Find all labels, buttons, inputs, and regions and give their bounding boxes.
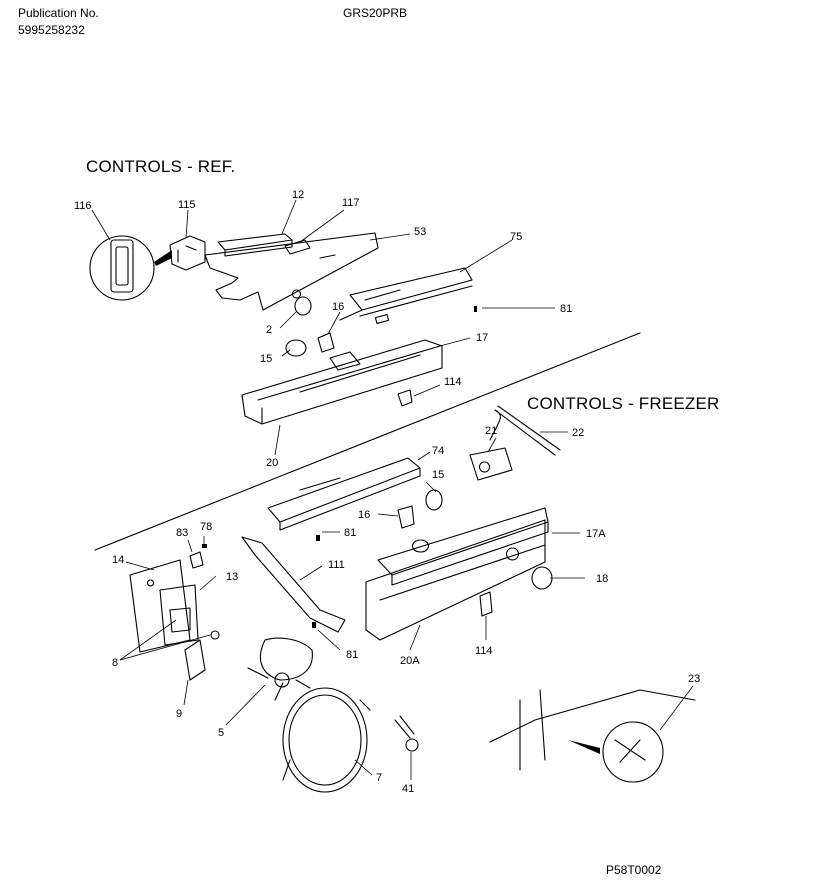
callout-75: 75 (510, 231, 522, 243)
bulb-15-freezer (425, 489, 443, 511)
screw-41 (394, 715, 415, 739)
callout-17: 17 (476, 332, 488, 344)
callout-53: 53 (414, 226, 426, 238)
bracket-14 (129, 559, 191, 653)
section-divider (94, 332, 641, 551)
callout-14: 14 (112, 554, 124, 566)
callout-7: 7 (376, 772, 382, 784)
callout-22: 22 (572, 427, 584, 439)
callout-18: 18 (596, 573, 608, 585)
socket-16-freezer (397, 505, 415, 529)
cover-20A (365, 519, 546, 641)
fastener-114-ref (397, 389, 413, 407)
control-housing-53 (204, 232, 379, 311)
capillary-tube-22 (489, 405, 561, 456)
callout-20: 20 (266, 457, 278, 469)
callout-16-freezer: 16 (358, 509, 370, 521)
fan-blade-5 (247, 637, 313, 701)
switch-117 (284, 239, 311, 255)
callout-81-ref: 81 (560, 303, 572, 315)
callout-116: 116 (74, 200, 92, 212)
callout-74: 74 (432, 445, 444, 457)
callout-labels: 116 115 12 117 53 75 81 2 16 15 17 114 2… (74, 189, 700, 795)
callout-9: 9 (176, 708, 182, 720)
callout-115: 115 (178, 199, 196, 211)
callout-114-freezer: 114 (475, 645, 493, 657)
callout-5: 5 (218, 727, 224, 739)
light-housing-17A (377, 507, 549, 586)
grommet-8 (210, 630, 220, 640)
callout-15-ref: 15 (260, 353, 272, 365)
callout-15-freezer: 15 (432, 469, 444, 481)
callout-117: 117 (342, 197, 360, 209)
screw-81-freezer-a (316, 535, 320, 541)
bracket-115 (169, 235, 206, 271)
callout-83: 83 (176, 527, 188, 539)
bulb-15-ref (285, 339, 307, 357)
callout-13: 13 (226, 571, 238, 583)
screw-78 (202, 544, 207, 548)
callout-12: 12 (292, 189, 304, 201)
bracket-111 (241, 536, 346, 633)
callout-16-ref: 16 (332, 301, 344, 313)
callout-2: 2 (266, 324, 272, 336)
model-number: GRS20PRB (343, 6, 408, 20)
callout-23: 23 (688, 673, 700, 685)
callout-114-ref: 114 (444, 376, 462, 388)
callout-8: 8 (112, 657, 118, 669)
callout-111: 111 (328, 559, 345, 571)
cover-74 (267, 457, 421, 531)
knob-2 (294, 296, 312, 316)
cover-75 (339, 267, 473, 321)
socket-16-ref (317, 332, 335, 353)
callout-81-freezer-b: 81 (346, 649, 358, 661)
callout-78: 78 (200, 521, 212, 533)
damper-detail-23 (489, 689, 696, 783)
clip-83 (189, 551, 204, 569)
callout-20A: 20A (400, 655, 420, 667)
callout-17A: 17A (586, 528, 606, 540)
screw-81-ref (474, 306, 477, 312)
thermostat-21 (469, 447, 513, 481)
leader-lines (91, 199, 694, 780)
section-title-ref: CONTROLS - REF. (86, 157, 236, 176)
callout-21: 21 (485, 425, 497, 437)
fastener-114-freezer (479, 591, 493, 617)
screw-81-freezer-b (312, 622, 316, 628)
light-lens-detail-116 (89, 235, 172, 301)
publication-label: Publication No. (18, 6, 99, 20)
publication-number: 5995258232 (18, 23, 85, 37)
knob-18 (531, 566, 553, 590)
callout-41: 41 (402, 783, 414, 795)
bracket-9 (184, 639, 206, 681)
drawing-id: P58T0002 (606, 863, 662, 877)
motor-13 (159, 584, 199, 646)
callout-81-freezer-a: 81 (344, 527, 356, 539)
fan-shroud-7 (282, 687, 368, 793)
light-housing-17 (241, 339, 443, 425)
section-title-freezer: CONTROLS - FREEZER (527, 394, 720, 413)
